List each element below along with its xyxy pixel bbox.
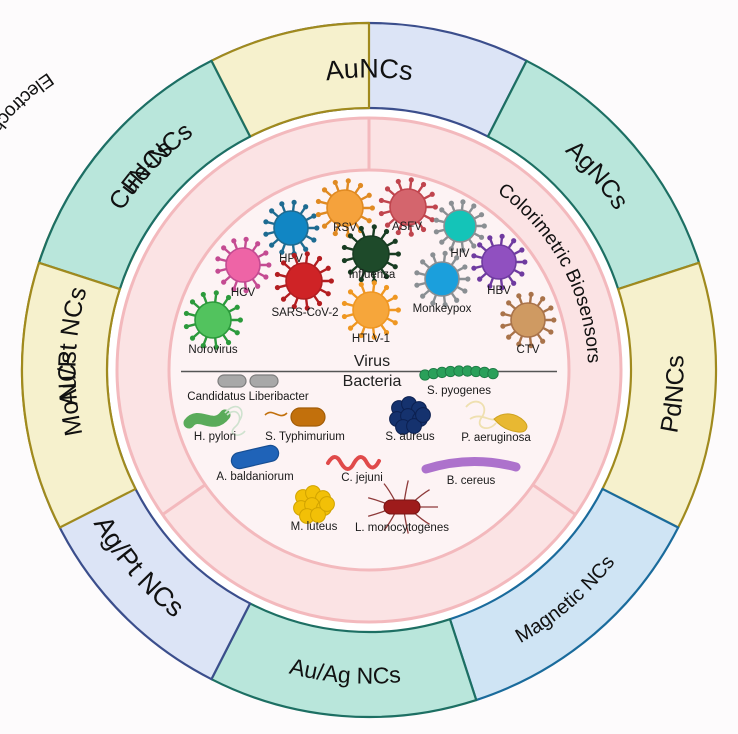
outer-ring-label-auncs: AuNCs [324, 53, 415, 86]
bacteria-icon-s--pyogenes[interactable] [419, 365, 499, 381]
bacteria-icon-b--cereus[interactable] [421, 457, 521, 474]
outer-segment-cuncs[interactable] [37, 59, 252, 291]
virus-label-hbv: HBV [487, 285, 511, 297]
virus-icon-monkeypox[interactable] [414, 250, 471, 308]
bacteria-icon-h--pylori[interactable] [183, 405, 246, 436]
virus-icon-hcv[interactable] [215, 236, 272, 294]
bacteria-label-l--monocytogenes: L. monocytogenes [355, 522, 449, 534]
bacteria-label-s--aureus: S. aureus [385, 431, 434, 443]
category-label-bacteria: Bacteria [343, 373, 402, 390]
bacteria-label-s--pyogenes: S. pyogenes [427, 385, 491, 397]
virus-icon-asfv[interactable] [378, 177, 438, 237]
virus-label-asfv: ASFV [392, 221, 422, 233]
bacteria-label-h--pylori: H. pylori [194, 431, 236, 443]
bacteria-icon-m--luteus[interactable] [293, 485, 335, 524]
pink-ring-divider-2 [161, 483, 207, 516]
bacteria-label-s--typhimurium: S. Typhimurium [265, 431, 345, 443]
virus-label-ctv: CTV [517, 344, 540, 356]
pathogen-disc [173, 174, 565, 566]
virus-icon-norovirus[interactable] [183, 290, 243, 350]
bacteria-label-b--cereus: B. cereus [447, 475, 496, 487]
bacteria-label-p--aeruginosa: P. aeruginosa [461, 432, 531, 444]
virus-label-hiv: HIV [450, 248, 470, 260]
bacteria-icon-candidatus-liberibacter[interactable] [217, 374, 279, 388]
virus-label-norovirus: Norovirus [188, 344, 237, 356]
bacteria-icon-l--monocytogenes[interactable] [368, 480, 439, 534]
outer-segment-moncs[interactable] [210, 21, 371, 138]
virus-icon-rsv[interactable] [315, 178, 375, 238]
virus-label-sars-cov-2: SARS-CoV-2 [271, 307, 338, 319]
virus-icon-hiv[interactable] [433, 199, 487, 253]
category-label-virus: Virus [354, 353, 390, 370]
virus-icon-hbv[interactable] [471, 233, 528, 291]
bacteria-label-a--baldaniorum: A. baldaniorum [216, 471, 293, 483]
bacteria-icon-c--jejuni[interactable] [326, 455, 381, 471]
virus-icon-htlv-1[interactable] [341, 280, 401, 340]
bacteria-icons-group: Candidatus Liberibacter S. pyogenes H. pyl… [183, 365, 531, 534]
virus-icon-hpv[interactable] [263, 199, 320, 257]
bacteria-label-m--luteus: M. luteus [291, 521, 338, 533]
bacteria-label-candidatus-liberibacter: Candidatus Liberibacter [187, 391, 309, 403]
bacteria-icon-s--typhimurium[interactable] [264, 407, 326, 427]
virus-label-hcv: HCV [231, 287, 256, 299]
outer-segment-moncs[interactable] [20, 261, 137, 529]
bacteria-icon-a--baldaniorum[interactable] [230, 444, 280, 470]
virus-label-rsv: RSV [333, 222, 357, 234]
virus-label-influenza: Influenza [349, 269, 396, 281]
pink-ring-divider-1 [531, 483, 577, 516]
bacteria-label-c--jejuni: C. jejuni [341, 472, 383, 484]
virus-icon-ctv[interactable] [500, 291, 557, 349]
virus-icon-influenza[interactable] [341, 224, 401, 284]
bacteria-icon-p--aeruginosa[interactable] [465, 400, 528, 433]
virus-label-htlv-1: HTLV-1 [352, 333, 390, 345]
virus-label-monkeypox: Monkeypox [413, 303, 472, 315]
virus-icon-sars-cov-2[interactable] [274, 251, 334, 311]
bacteria-icon-s--aureus[interactable] [389, 396, 431, 435]
